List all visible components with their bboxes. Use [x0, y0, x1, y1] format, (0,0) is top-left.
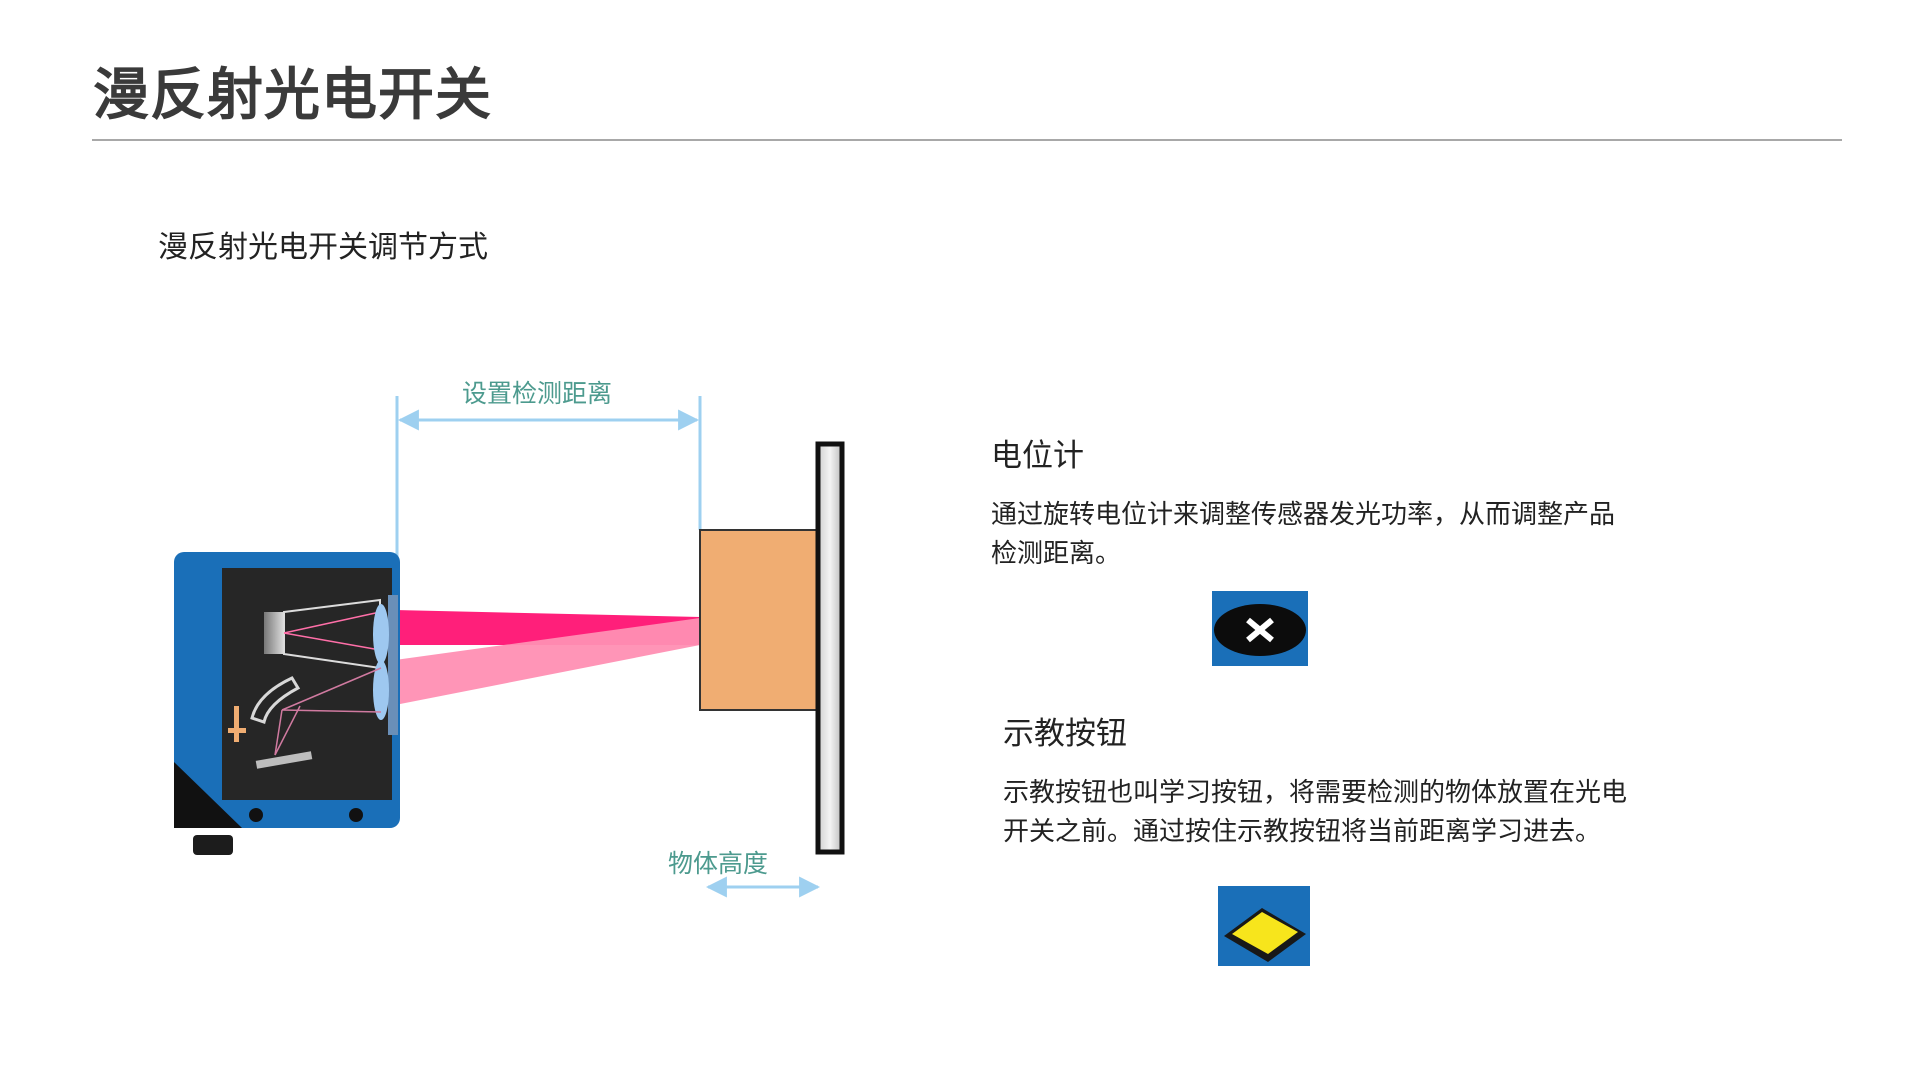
detection-distance-label: 设置检测距离: [462, 379, 613, 408]
teach-button-text-line: 示教按钮也叫学习按钮，将需要检测的物体放置在光电: [1003, 778, 1628, 808]
distance-dimension: [395, 396, 702, 560]
potentiometer-text-line: 检测距离。: [991, 539, 1122, 569]
background-plate: [815, 441, 845, 855]
photoelectric-sensor: [174, 552, 400, 855]
potentiometer-heading: 电位计: [991, 438, 1084, 474]
page-subtitle: 漫反射光电开关调节方式: [158, 230, 488, 265]
potentiometer-text-line: 通过旋转电位计来调整传感器发光功率，从而调整产品: [991, 500, 1616, 530]
potentiometer-dial-icon: [1212, 591, 1308, 666]
teach-button-text-line: 开关之前。通过按住示教按钮将当前距离学习进去。: [1003, 817, 1602, 847]
light-beam: [395, 610, 700, 705]
teach-button-description: 示教按钮也叫学习按钮，将需要检测的物体放置在光电 开关之前。通过按住示教按钮将当…: [1003, 774, 1627, 852]
title-divider: [92, 139, 1842, 141]
teach-button-icon: [1218, 886, 1310, 966]
target-object: [699, 529, 819, 711]
object-height-label: 物体高度: [668, 849, 769, 878]
potentiometer-description: 通过旋转电位计来调整传感器发光功率，从而调整产品 检测距离。: [991, 496, 1615, 574]
page-title: 漫反射光电开关: [93, 63, 492, 128]
teach-button-heading: 示教按钮: [1003, 716, 1127, 752]
